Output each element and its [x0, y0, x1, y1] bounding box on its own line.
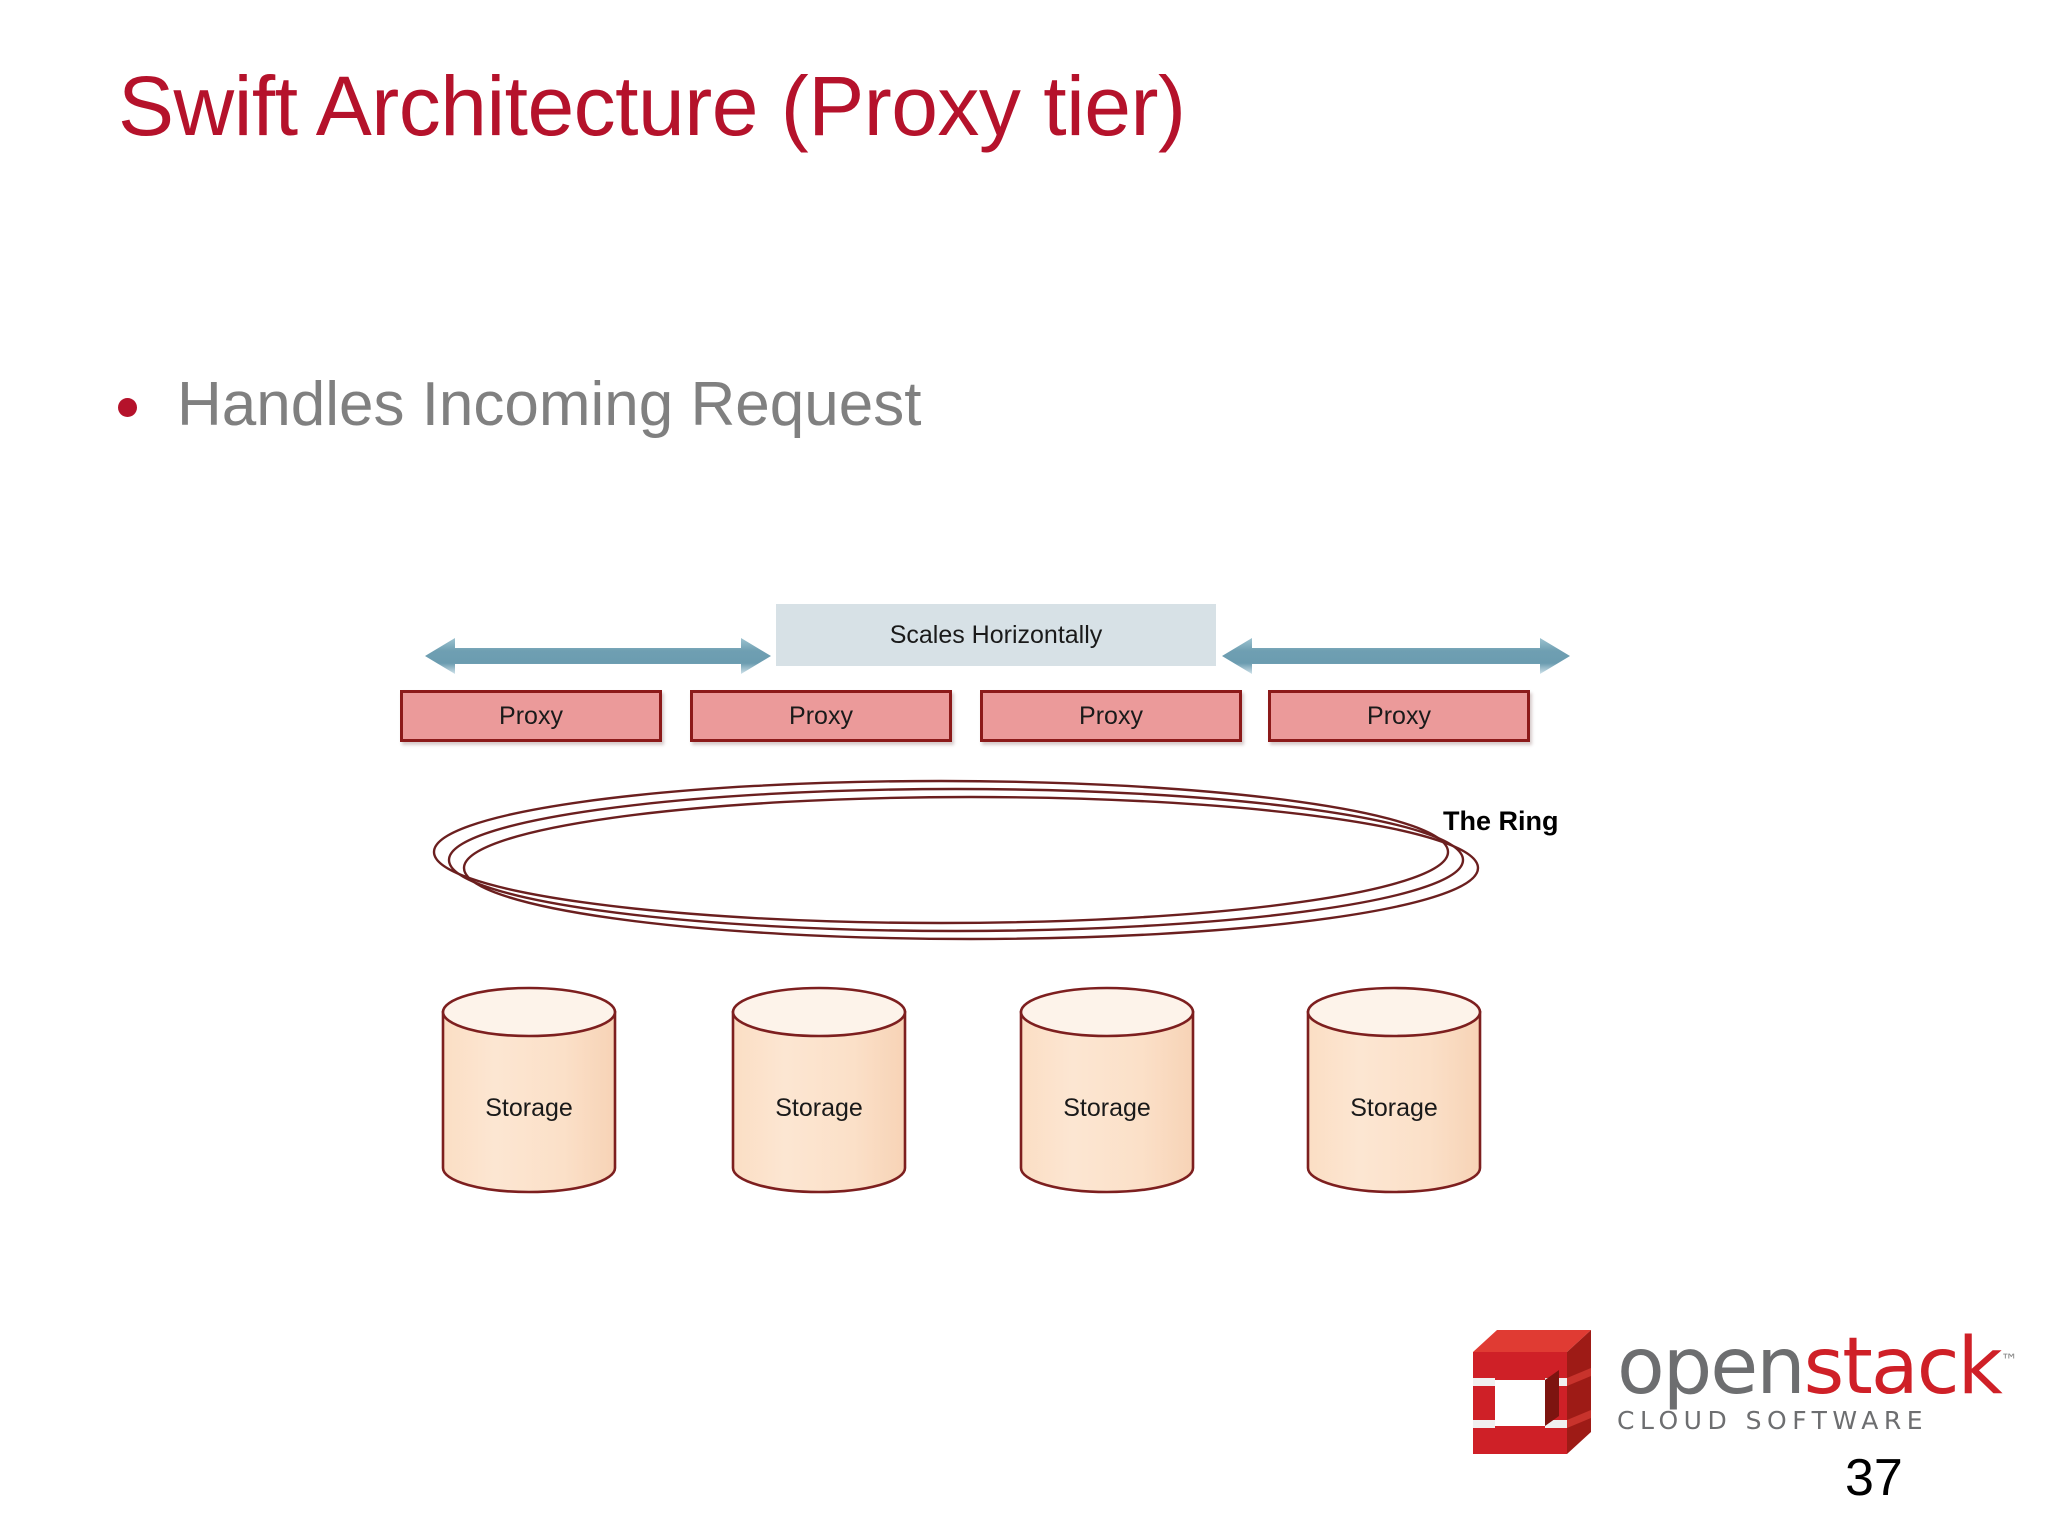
ring-ellipses-icon — [432, 779, 1480, 941]
proxy-node[interactable]: Proxy — [400, 690, 662, 742]
storage-node[interactable]: Storage — [1018, 986, 1196, 1194]
proxy-node-label: Proxy — [1367, 701, 1431, 730]
proxy-node-label: Proxy — [1079, 701, 1143, 730]
logo-word-stack: stack — [1803, 1322, 2003, 1412]
proxy-tier-row: Proxy Proxy Proxy Proxy — [400, 690, 1590, 742]
openstack-wordmark: openstack™ CLOUD SOFTWARE — [1617, 1328, 2018, 1436]
storage-node[interactable]: Storage — [1305, 986, 1483, 1194]
scale-arrow-left-icon — [425, 636, 771, 676]
storage-tier-row: Storage Storage — [400, 986, 1620, 1196]
cylinder-icon — [441, 986, 617, 1194]
cylinder-icon — [731, 986, 907, 1194]
trademark-symbol: ™ — [2000, 1351, 2018, 1371]
storage-node[interactable]: Storage — [730, 986, 908, 1194]
proxy-node[interactable]: Proxy — [1268, 690, 1530, 742]
ring-label: The Ring — [1443, 806, 1559, 836]
cylinder-icon — [1019, 986, 1195, 1194]
openstack-logo: openstack™ CLOUD SOFTWARE — [1463, 1322, 2018, 1462]
bullet-dot-icon — [118, 398, 137, 417]
scales-horizontally-label: Scales Horizontally — [889, 620, 1103, 649]
storage-node[interactable]: Storage — [440, 986, 618, 1194]
bullet-list: Handles Incoming Request — [118, 368, 1518, 455]
logo-word-open: open — [1617, 1322, 1806, 1412]
page-title: Swift Architecture (Proxy tier) — [118, 59, 1186, 153]
page-number: 37 — [1845, 1449, 1903, 1507]
proxy-node-label: Proxy — [789, 701, 853, 730]
list-item: Handles Incoming Request — [118, 368, 1518, 441]
openstack-cube-icon — [1463, 1322, 1601, 1460]
logo-tagline: CLOUD SOFTWARE — [1617, 1406, 1929, 1436]
swift-architecture-diagram: Scales Horizontally — [400, 588, 1650, 1248]
proxy-node-label: Proxy — [499, 701, 563, 730]
scales-horizontally-band: Scales Horizontally — [776, 604, 1216, 666]
proxy-node[interactable]: Proxy — [980, 690, 1242, 742]
cylinder-icon — [1306, 986, 1482, 1194]
ring-area: The Ring — [400, 768, 1650, 968]
scale-arrow-right-icon — [1222, 636, 1570, 676]
proxy-node[interactable]: Proxy — [690, 690, 952, 742]
bullet-text: Handles Incoming Request — [177, 370, 922, 439]
